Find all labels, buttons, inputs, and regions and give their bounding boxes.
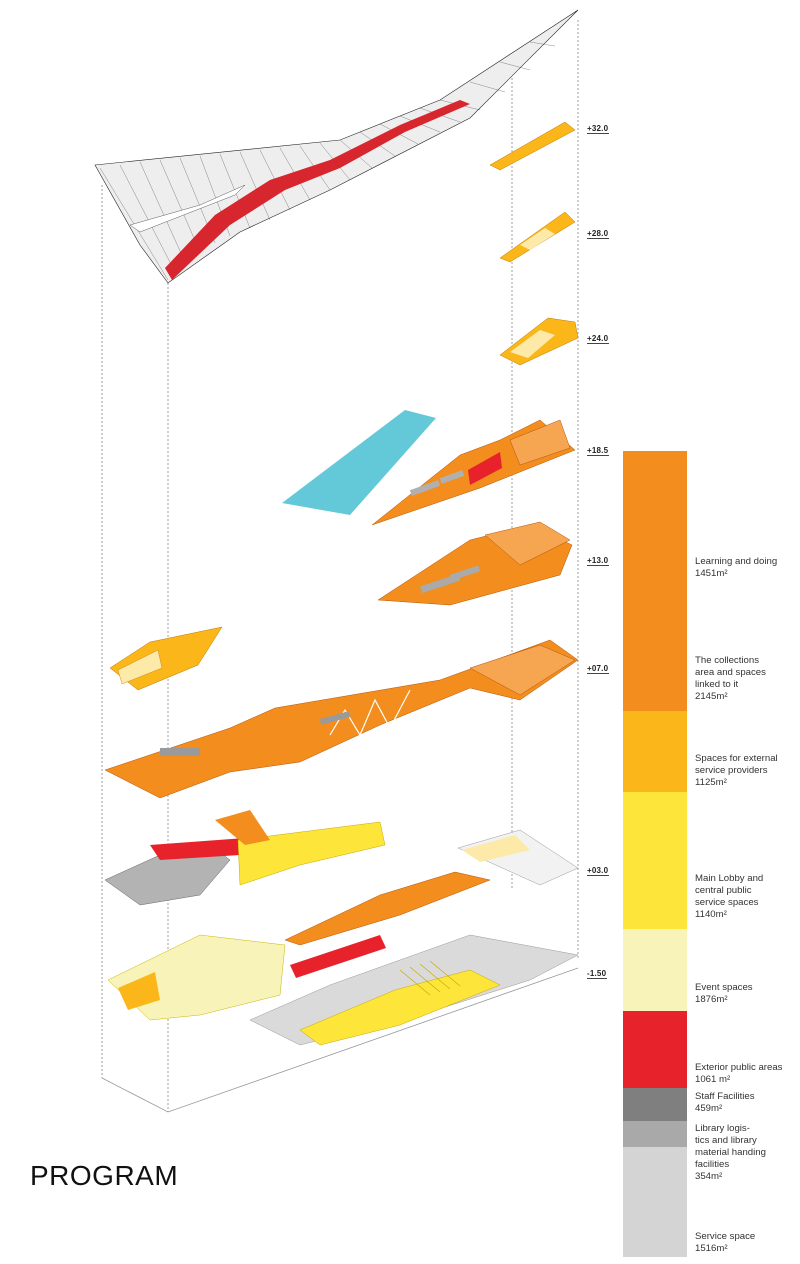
floor-plate-03 — [104, 810, 579, 978]
legend-band-service-space — [623, 1147, 687, 1257]
legend-label-line: Learning and doing — [695, 556, 778, 567]
base-outline — [101, 967, 579, 1113]
legend-band-library-logistics — [623, 1121, 687, 1147]
legend-label-line: facilities — [695, 1159, 730, 1170]
page-title: PROGRAM — [30, 1160, 179, 1191]
legend-label-library-logistics: Library logis- tics and library material… — [695, 1123, 795, 1183]
level-marker-13: +13.0 — [587, 556, 610, 566]
legend-label-line: 1451m² — [695, 568, 728, 579]
level-marker-03: +03.0 — [587, 866, 610, 876]
legend-band-exterior-public — [623, 1011, 687, 1088]
legend-label-event-spaces: Event spaces 1876m² — [695, 982, 795, 1006]
legend-label-line: 1125m² — [695, 777, 727, 788]
legend-label-line: The collections — [695, 655, 759, 666]
legend-label-line: Event spaces — [695, 982, 753, 993]
floor-plate-18-5 — [282, 410, 576, 526]
legend-label-line: central public — [695, 885, 752, 896]
legend-band-main-lobby — [623, 792, 687, 929]
legend-label-line: material handing — [695, 1147, 766, 1158]
floor-plate-minus-1-5 — [107, 934, 579, 1046]
legend-label-line: 2145m² — [695, 691, 728, 702]
legend-label-staff: Staff Facilities 459m² — [695, 1091, 795, 1115]
legend-label-line: linked to it — [695, 679, 739, 690]
floor-plate-28 — [499, 211, 576, 263]
frame-lines — [101, 20, 579, 1112]
legend-label-line: service providers — [695, 765, 768, 776]
floor-plate-13 — [377, 521, 573, 606]
legend-label-line: Service space — [695, 1231, 756, 1242]
floor-plate-07 — [104, 626, 579, 799]
legend-label-line: Library logis- — [695, 1123, 750, 1134]
legend-label-collections: The collections area and spaces linked t… — [695, 655, 795, 703]
legend-band-event-spaces — [623, 929, 687, 1011]
roof-canopy — [94, 9, 579, 284]
legend-label-line: service spaces — [695, 897, 759, 908]
legend-label-external-services: Spaces for external service providers 11… — [695, 753, 795, 789]
legend-label-line: 1876m² — [695, 994, 728, 1005]
legend-label-line: 459m² — [695, 1103, 723, 1114]
legend-label-line: Main Lobby and — [695, 873, 764, 884]
level-marker-28: +28.0 — [587, 229, 610, 239]
legend-label-main-lobby: Main Lobby and central public service sp… — [695, 873, 795, 921]
legend-label-line: Exterior public areas — [695, 1062, 783, 1073]
legend-label-line: 354m² — [695, 1171, 723, 1182]
legend-label-line: tics and library — [695, 1135, 757, 1146]
legend-label-line: Staff Facilities — [695, 1091, 755, 1102]
level-marker-minus-1-5: -1.50 — [587, 969, 608, 979]
floor-plate-24 — [499, 317, 579, 366]
legend-label-line: 1061 m² — [695, 1074, 731, 1085]
legend-label-exterior-public: Exterior public areas 1061 m² — [695, 1062, 795, 1086]
level-marker-24: +24.0 — [587, 334, 610, 344]
floor-plate-32 — [489, 121, 576, 171]
legend-label-learning: Learning and doing 1451m² — [695, 556, 795, 580]
level-marker-32: +32.0 — [587, 124, 610, 134]
legend-band-learning — [623, 451, 687, 711]
legend-label-line: 1140m² — [695, 909, 727, 920]
legend-band-external-services — [623, 711, 687, 792]
legend-label-service-space: Service space 1516m² — [695, 1231, 795, 1255]
level-marker-18-5: +18.5 — [587, 446, 610, 456]
legend-label-line: 1516m² — [695, 1243, 728, 1254]
legend-band-staff — [623, 1088, 687, 1121]
legend-label-line: area and spaces — [695, 667, 766, 678]
level-marker-07: +07.0 — [587, 664, 610, 674]
legend-label-line: Spaces for external — [695, 753, 778, 764]
